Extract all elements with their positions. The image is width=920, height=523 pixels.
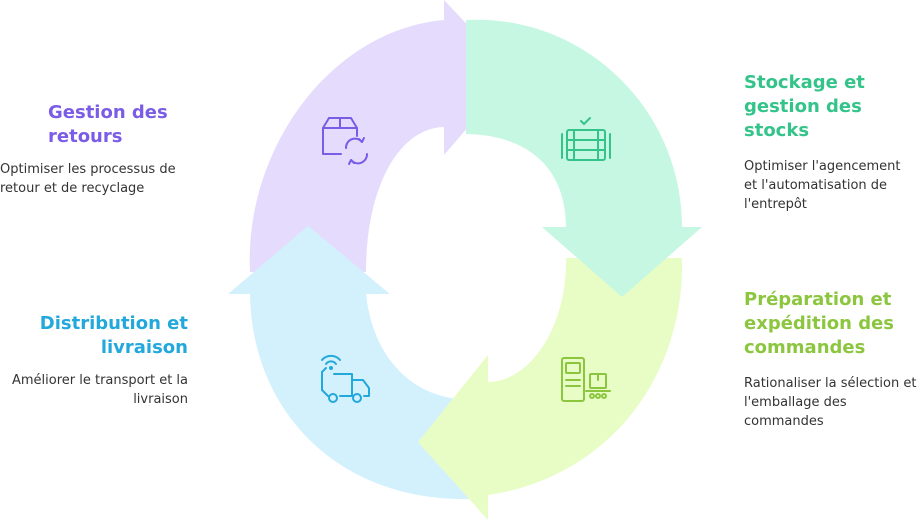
stage-title-retours: Gestion des retours <box>48 102 168 147</box>
stage-title-preparation: Préparation et expédition des commandes <box>744 289 894 358</box>
delivery-truck-icon <box>321 354 370 403</box>
segment-distribution <box>228 226 488 500</box>
box-return-icon <box>322 117 369 165</box>
segment-retours <box>249 0 514 272</box>
packing-machine-icon <box>561 357 611 402</box>
stage-description-distribution: Améliorer le transport et la livraison <box>11 373 188 407</box>
segment-preparation <box>418 258 683 520</box>
stage-description-retours: Optimiser les processus de retour et de … <box>0 162 176 196</box>
stage-title-stockage: Stockage et gestion des stocks <box>744 72 865 141</box>
warehouse-shelves-icon <box>561 117 611 161</box>
stage-description-stockage: Optimiser l'agencement et l'automatisati… <box>744 159 901 212</box>
segment-stockage <box>466 19 702 298</box>
stage-description-preparation: Rationaliser la sélection et l'emballage… <box>744 376 917 429</box>
stage-title-distribution: Distribution et livraison <box>39 313 188 358</box>
